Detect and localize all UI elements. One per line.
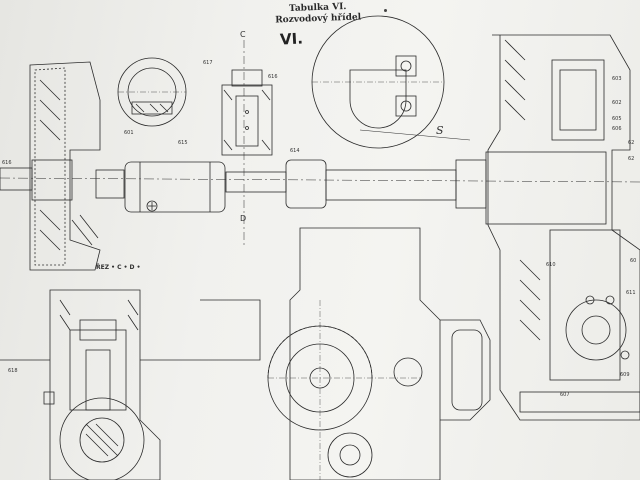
cut-detail xyxy=(221,40,273,245)
lower-gear-assembly xyxy=(200,227,491,480)
shaft-assembly xyxy=(0,151,640,225)
part-label: 603 xyxy=(612,76,622,82)
part-label: 601 xyxy=(124,130,134,136)
drawing-title: Tabulka VI. Rozvodový hřídel xyxy=(268,1,369,26)
part-label: 614 xyxy=(290,148,300,154)
part-label: 602 xyxy=(612,100,622,106)
section-caption: ŘEZ • C • D • xyxy=(96,264,141,271)
lower-left-section xyxy=(0,289,200,480)
right-housing xyxy=(487,34,640,421)
part-label: 60 xyxy=(630,258,637,264)
part-label: 606 xyxy=(612,126,622,132)
detail-circle-s xyxy=(311,15,471,149)
part-label: 617 xyxy=(203,60,213,66)
part-label: 607 xyxy=(560,392,570,398)
part-label: 610 xyxy=(546,262,556,268)
plate-number: VI. xyxy=(279,29,304,49)
part-label: 615 xyxy=(178,140,188,146)
part-label: 616 xyxy=(2,160,12,166)
part-label: 616 xyxy=(268,74,278,80)
bearing-detail xyxy=(117,57,187,127)
section-mark-c: C xyxy=(240,30,246,39)
part-label: 618 xyxy=(8,368,18,374)
ink-dot xyxy=(384,9,387,12)
detail-mark-s: S xyxy=(436,124,444,137)
left-casing xyxy=(29,61,101,271)
section-mark-d: D xyxy=(240,214,247,223)
part-label: 62 xyxy=(628,156,635,162)
part-label: 609 xyxy=(620,372,630,378)
part-label: 62 xyxy=(628,140,635,146)
part-label: 611 xyxy=(626,290,636,296)
part-label: 605 xyxy=(612,116,622,122)
